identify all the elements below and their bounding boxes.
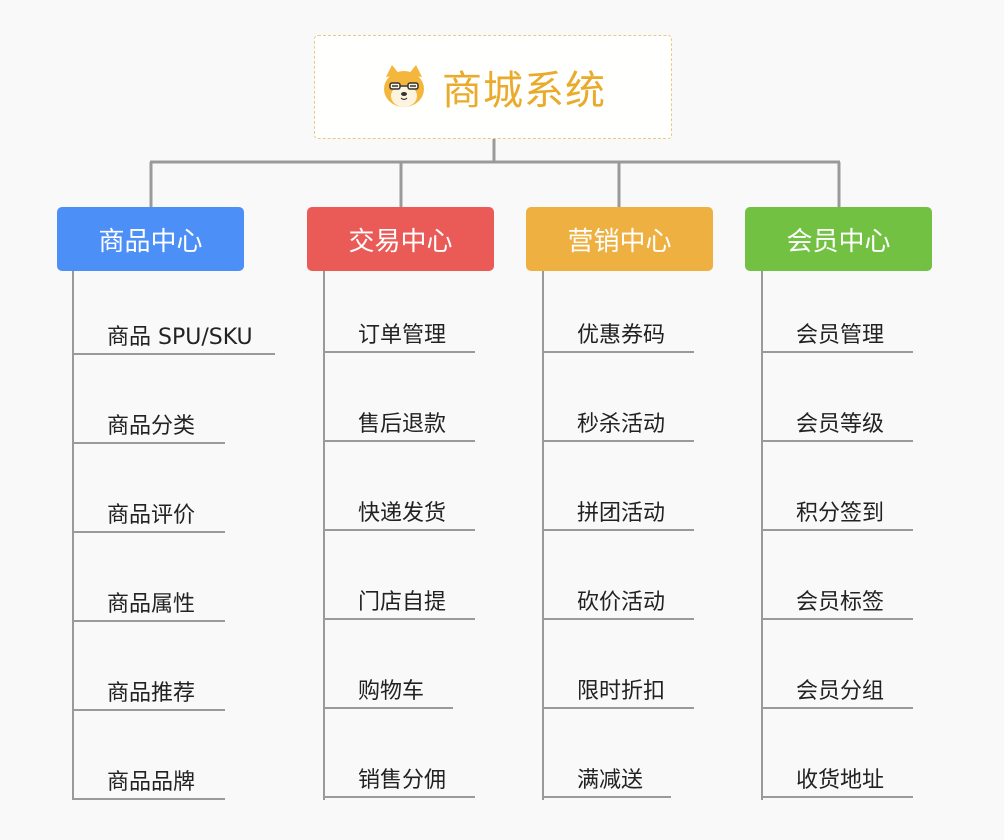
list-item: 砍价活动 [543,588,694,620]
list-item: 商品推荐 [73,679,225,711]
list-item: 拼团活动 [543,499,694,531]
category-member-center: 会员中心 [745,207,932,271]
list-item: 商品分类 [73,412,225,444]
list-item: 售后退款 [324,410,475,442]
list-item: 快递发货 [324,499,475,531]
category-trunk-line [542,271,544,800]
category-trunk-line [72,271,74,800]
list-item: 商品属性 [73,590,225,622]
category-label: 商品中心 [98,226,203,257]
category-label: 交易中心 [348,226,453,257]
category-marketing-center: 营销中心 [526,207,713,271]
list-item: 会员管理 [762,321,913,353]
list-item: 商品评价 [73,501,225,533]
list-item: 满减送 [543,766,671,798]
list-item: 订单管理 [324,321,475,353]
root-title: 商城系统 [442,68,606,114]
category-product-center: 商品中心 [57,207,244,271]
root-node: 商城系统 [314,35,672,139]
list-item: 销售分佣 [324,766,475,798]
category-trunk-line [761,271,763,800]
list-item: 会员等级 [762,410,913,442]
list-item: 秒杀活动 [543,410,694,442]
list-item: 优惠券码 [543,321,694,353]
list-item: 购物车 [324,677,453,709]
category-label: 会员中心 [786,226,891,257]
list-item: 门店自提 [324,588,475,620]
list-item: 会员分组 [762,677,913,709]
category-label: 营销中心 [567,226,672,257]
list-item: 收货地址 [762,766,913,798]
list-item: 限时折扣 [543,677,694,709]
category-trunk-line [323,271,325,800]
list-item: 商品 SPU/SKU [73,323,275,355]
list-item: 积分签到 [762,499,913,531]
list-item: 会员标签 [762,588,913,620]
shiba-dog-icon [384,65,424,107]
category-trade-center: 交易中心 [307,207,494,271]
list-item: 商品品牌 [73,768,225,800]
